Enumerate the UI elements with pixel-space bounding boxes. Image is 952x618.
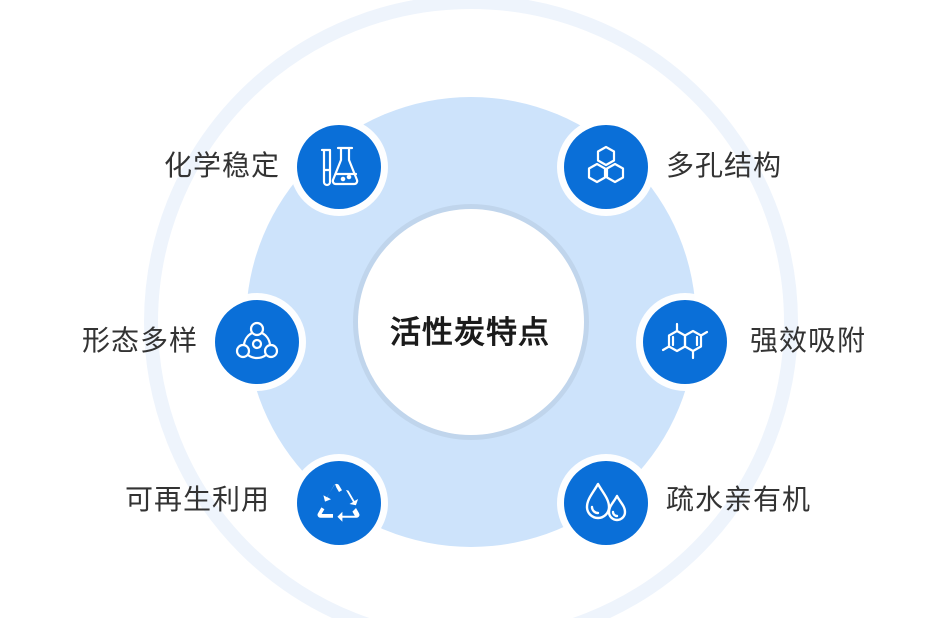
outer-ring [144,0,798,618]
label-hydrophobic-organophilic: 疏水亲有机 [666,483,812,516]
water-drops-icon [585,482,627,522]
flask-icon [320,146,359,187]
center-disc [358,209,584,435]
recycle-icon [317,483,360,522]
label-strong-adsorption: 强效吸附 [750,324,867,357]
label-porous-structure: 多孔结构 [666,149,783,182]
node-porous-structure [564,125,648,209]
hexagon-cluster-icon [587,145,625,184]
label-chemical-stability: 化学稳定 [163,149,280,182]
node-renewable-use [297,461,381,545]
node-hydrophobic-organophilic [564,461,648,545]
benzene-molecule-icon [661,322,709,360]
molecule-cluster-icon [235,321,279,360]
center-title: 活性炭特点 [390,315,550,351]
label-renewable-use: 可再生利用 [124,483,270,516]
node-strong-adsorption [643,300,727,384]
node-chemical-stability [297,125,381,209]
node-various-forms [215,300,299,384]
label-various-forms: 形态多样 [81,324,198,357]
